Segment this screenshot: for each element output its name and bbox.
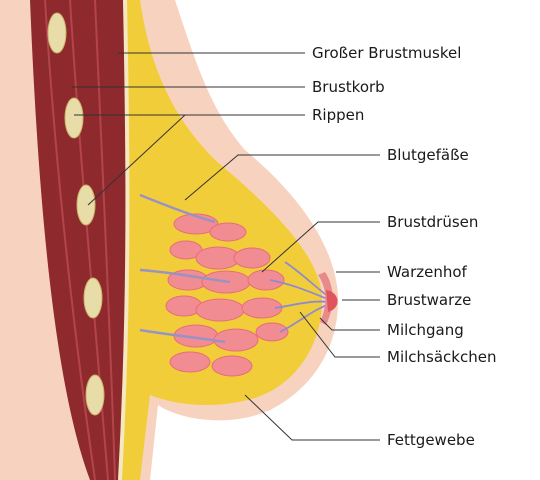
rib	[85, 374, 105, 416]
rib	[47, 12, 67, 54]
label-ribs: Rippen	[312, 106, 365, 124]
blood-vessels	[139, 193, 231, 344]
leader-line-mammary-glands	[261, 221, 380, 273]
leader-line-milk-duct	[319, 317, 380, 331]
label-areola: Warzenhof	[387, 263, 467, 281]
duct	[274, 300, 331, 309]
rib-cage-layer	[118, 0, 130, 480]
nipple	[326, 290, 338, 312]
leader-line-fatty-tissue	[244, 394, 380, 441]
label-rib-cage: Brustkorb	[312, 78, 385, 96]
leader-line-milk-sacs	[299, 311, 380, 358]
duct	[269, 279, 331, 301]
label-fatty-tissue: Fettgewebe	[387, 431, 475, 449]
leader-line-blood-vessels	[184, 154, 380, 201]
muscle-fiber	[69, 0, 109, 480]
gland-lobule	[211, 355, 253, 377]
vessel	[139, 268, 231, 284]
label-nipple: Brustwarze	[387, 291, 472, 309]
gland-lobule	[233, 247, 271, 269]
label-milk-sacs: Milchsäckchen	[387, 348, 497, 366]
rib	[83, 277, 103, 319]
label-mammary-glands: Brustdrüsen	[387, 213, 479, 231]
label-milk-duct: Milchgang	[387, 321, 464, 339]
leader-lines	[72, 52, 380, 441]
leader-line-ribs-extra	[87, 114, 186, 206]
gland-lobule	[247, 269, 285, 291]
gland-lobule	[195, 298, 245, 322]
rib	[76, 184, 96, 226]
vessel	[139, 193, 216, 224]
areola	[318, 272, 333, 325]
ribs	[47, 12, 105, 416]
gland-lobule	[255, 322, 289, 342]
rib	[64, 97, 84, 139]
muscle-fibers	[44, 0, 116, 480]
label-pectoral-muscle: Großer Brustmuskel	[312, 44, 462, 62]
gland-lobule	[241, 297, 283, 319]
label-blood-vessels: Blutgefäße	[387, 146, 469, 164]
gland-lobule	[209, 222, 247, 242]
gland-lobule	[213, 328, 259, 352]
fatty-tissue	[108, 0, 323, 480]
gland-lobule	[195, 246, 241, 270]
muscle-fiber	[94, 0, 116, 480]
mammary-glands	[165, 213, 289, 377]
vessel	[139, 328, 226, 344]
muscle-fiber	[44, 0, 96, 480]
gland-lobule	[169, 351, 211, 373]
